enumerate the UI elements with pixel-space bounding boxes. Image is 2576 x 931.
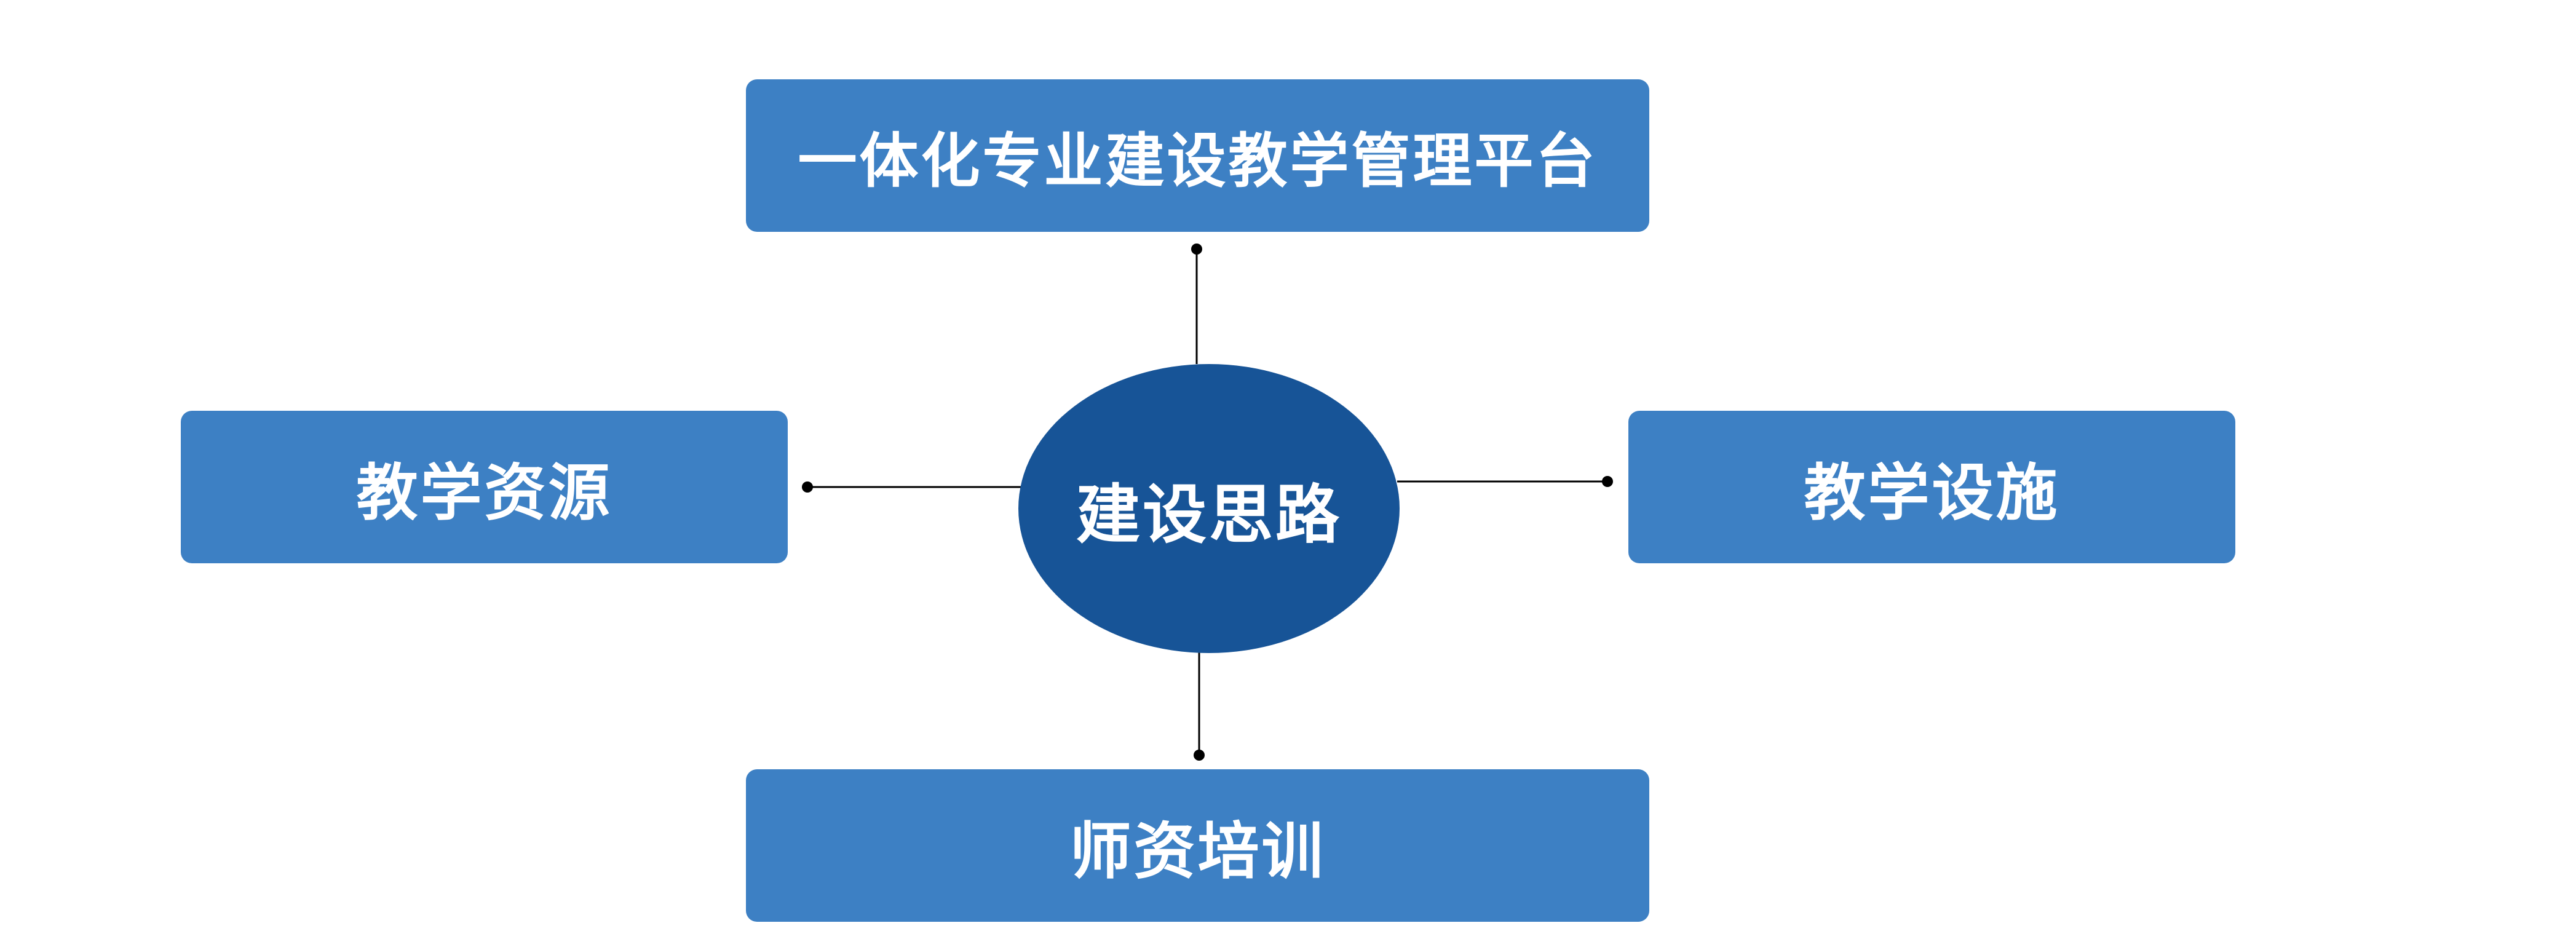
connector-top-dot [1191, 244, 1202, 255]
node-teaching-facilities: 教学设施 [1628, 411, 2235, 563]
node-teaching-facilities-label: 教学设施 [1804, 456, 2060, 529]
connector-left-dot [802, 481, 813, 493]
node-teacher-training: 师资培训 [746, 769, 1649, 922]
node-teaching-resources-label: 教学资源 [356, 456, 612, 529]
node-management-platform-label: 一体化专业建设教学管理平台 [798, 126, 1598, 196]
node-teaching-resources: 教学资源 [181, 411, 788, 563]
node-management-platform: 一体化专业建设教学管理平台 [746, 79, 1649, 232]
connector-right-dot [1602, 476, 1613, 487]
node-teacher-training-label: 师资培训 [1069, 815, 1326, 887]
center-node: 建设思路 [1018, 364, 1400, 653]
connector-bottom-dot [1194, 750, 1205, 761]
center-node-label: 建设思路 [1076, 477, 1342, 552]
